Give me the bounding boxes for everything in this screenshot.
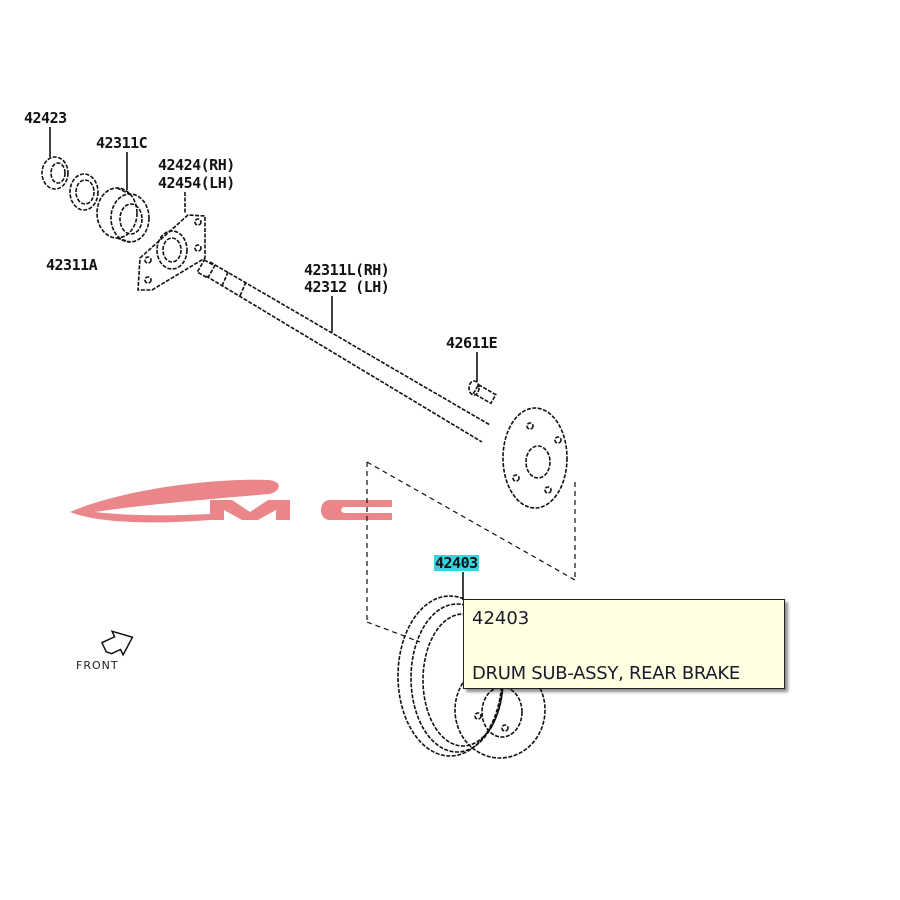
watermark-logo [70, 479, 392, 523]
parts-lines [41, 127, 576, 759]
front-label: FRONT [76, 659, 119, 672]
part-42424-retainer [137, 214, 206, 291]
part-42423-seal [41, 156, 69, 190]
tooltip-description: DRUM SUB-ASSY, REAR BRAKE [472, 663, 740, 684]
label-42423[interactable]: 42423 [24, 109, 67, 127]
tooltip-part-number: 42403 [472, 608, 530, 629]
front-arrow-icon [100, 630, 134, 657]
part-tooltip: 42403 DRUM SUB-ASSY, REAR BRAKE [463, 599, 785, 689]
label-42424-rh[interactable]: 42424(RH) [158, 156, 235, 174]
label-42311c[interactable]: 42311C [96, 134, 148, 152]
label-42311a[interactable]: 42311A [46, 256, 98, 274]
label-42403-highlighted[interactable]: 42403 [434, 554, 479, 572]
part-42311c-bearing [96, 187, 150, 243]
label-42312-lh[interactable]: 42312 (LH) [304, 278, 390, 296]
label-42611e[interactable]: 42611E [446, 334, 498, 352]
part-ring [69, 173, 99, 211]
part-42311l-axle-shaft [196, 258, 491, 443]
label-42311l-rh[interactable]: 42311L(RH) [304, 261, 390, 279]
assembly-guide-lines [366, 461, 576, 643]
part-42611e-hub-bolt [468, 380, 497, 405]
label-42454-lh[interactable]: 42454(LH) [158, 174, 235, 192]
part-axle-flange [502, 407, 568, 509]
